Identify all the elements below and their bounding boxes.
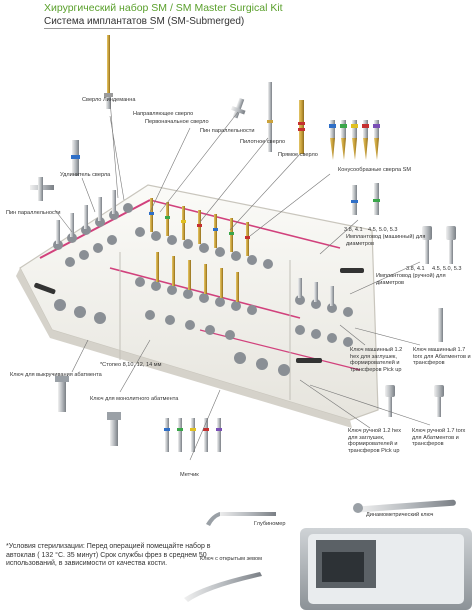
label-key-manual-hex: Ключ ручной 1.2 hex для заглушек, формир…: [348, 428, 402, 454]
label-pilot-drill: Пилотное сверло: [240, 139, 286, 145]
tray-lid-icon: [300, 528, 472, 610]
straight-drill-icon: [298, 100, 305, 154]
label-initial-drill: Первоначальное сверло: [145, 119, 209, 125]
label-monolith-abutment-key: Ключ для монолитного абатмента: [90, 396, 179, 402]
implant-driver-machine-icon: [351, 183, 380, 215]
depth-gauge-icon: [206, 512, 276, 526]
label-diam-set-4: 4.5, 5.0, 5.3: [432, 266, 462, 272]
lindemann-drill-icon: [104, 35, 113, 109]
open-key-icon: [184, 572, 262, 602]
label-parallel-pin-left: Пин параллельности: [6, 210, 61, 216]
machine-keys-icon: [438, 308, 443, 342]
header: Хирургический набор SM / SM Master Surgi…: [44, 2, 283, 28]
sterilization-note: *Условия стерилизации: Перед операцией п…: [6, 543, 211, 568]
label-implant-driver-manual: Имплантовод (ручной) для диаметров: [376, 273, 446, 286]
abutment-removal-key-icon: [55, 376, 69, 412]
leader-lines: [54, 99, 431, 461]
header-divider: [44, 28, 154, 29]
label-diam-set-3: 3.8, 4.1: [406, 266, 425, 272]
drill-extension-icon: [71, 140, 80, 176]
label-depth-gauge: Глубиномер: [254, 521, 286, 527]
label-straight-drill: Прямое сверло: [278, 152, 318, 158]
label-implant-driver-machine: Имплантовод (машинный) для диаметров: [346, 234, 426, 247]
label-marker: Метчик: [180, 472, 199, 478]
implant-driver-manual-icon: [422, 226, 456, 264]
label-diam-set-2: 4.5, 5.0, 5.3: [368, 227, 398, 233]
label-open-key: Ключ с открытым зевом: [200, 556, 263, 562]
tray-holes: [53, 190, 353, 376]
label-stops: *Стопео 8,10, 12, 14 мм: [100, 362, 162, 368]
label-key-machine-torx: Ключ машинный 1.7 torx для Абатментов и …: [413, 347, 471, 367]
label-abutment-removal-key: Ключ для выкручивания абатмента: [10, 372, 102, 378]
label-parallel-pin-top: Пин параллельности: [200, 128, 255, 134]
parallel-pin-left-icon: [30, 177, 54, 201]
page-title: Хирургический набор SM / SM Master Surgi…: [44, 2, 283, 14]
pilot-drill-icon: [267, 82, 273, 152]
label-conical-drills: Конусообразные сверла SM: [338, 167, 412, 173]
conical-drills-icon: [329, 120, 380, 160]
label-lindemann-drill: Сверло Линдеманна: [82, 97, 136, 103]
marker-icons: [164, 418, 222, 452]
label-key-machine-hex: Ключ машинный 1.2 hex для заглушек, форм…: [350, 347, 403, 373]
page-subtitle: Система имплантатов SM (SM-Submerged): [44, 16, 245, 27]
torque-wrench-icon: [353, 499, 456, 513]
label-key-manual-torx: Ключ ручной 1.7 torx для Абатментов и тр…: [412, 428, 466, 448]
label-torque-wrench: Динамометрический ключ: [366, 512, 434, 518]
manual-keys-icon: [385, 385, 444, 417]
label-guide-drill: Направляющее сверло: [133, 111, 194, 117]
label-drill-extension: Удлинитель сверла: [60, 172, 111, 178]
parallel-pin-top-icon: [230, 97, 246, 119]
monolith-abutment-key-icon: [107, 412, 121, 446]
label-diam-set-1: 3.8, 4.1: [344, 227, 363, 233]
